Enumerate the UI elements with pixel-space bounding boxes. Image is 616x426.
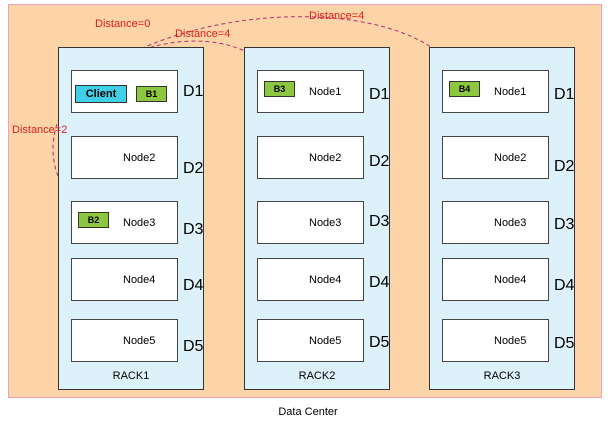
distance-label-b3: Distance=4 [175, 28, 231, 40]
node-label: Node4 [309, 274, 342, 286]
node-label: Node3 [494, 217, 527, 229]
client-box: Client [75, 85, 127, 103]
rack2-node-d3: Node3 [257, 201, 364, 244]
disk-label-d5: D5 [369, 334, 390, 351]
node-label: Node2 [309, 152, 342, 164]
rack-label: RACK1 [112, 370, 150, 382]
disk-label-d1: D1 [554, 86, 575, 103]
disk-label-d4: D4 [554, 277, 575, 294]
disk-label-d3: D3 [369, 213, 390, 230]
rack-1: Client B1 D1 Node2 D2 B2 Node3 D3 Node4 … [58, 47, 204, 390]
node-label: Node5 [309, 335, 342, 347]
rack1-node-d2: Node2 [71, 136, 178, 179]
node-label: Node1 [494, 86, 527, 98]
disk-label-d3: D3 [554, 216, 575, 233]
rack2-node-d5: Node5 [257, 319, 364, 362]
rack-label: RACK2 [298, 370, 336, 382]
rack1-node-d3: B2 Node3 [71, 201, 178, 244]
block-b2: B2 [78, 212, 109, 228]
rack1-node-d1: Client B1 [71, 70, 178, 113]
rack2-node-d2: Node2 [257, 136, 364, 179]
disk-label-d5: D5 [183, 338, 204, 355]
disk-label-d1: D1 [183, 83, 204, 100]
node-label: Node2 [494, 152, 527, 164]
disk-label-d3: D3 [183, 221, 204, 238]
data-center-label: Data Center [278, 406, 338, 418]
node-label: Node5 [494, 335, 527, 347]
rack-label: RACK3 [483, 370, 521, 382]
node-label: Node2 [123, 152, 156, 164]
rack2-node-d1: B3 Node1 [257, 70, 364, 113]
node-label: Node5 [123, 335, 156, 347]
rack2-node-d4: Node4 [257, 258, 364, 301]
node-label: Node4 [123, 274, 156, 286]
rack-3: B4 Node1 D1 Node2 D2 Node3 D3 Node4 D4 N… [429, 47, 575, 390]
rack1-node-d5: Node5 [71, 319, 178, 362]
rack3-node-d1: B4 Node1 [442, 70, 549, 113]
disk-label-d4: D4 [369, 274, 390, 291]
disk-label-d1: D1 [369, 86, 390, 103]
distance-label-b4: Distance=4 [309, 10, 365, 22]
rack3-node-d2: Node2 [442, 136, 549, 179]
rack3-node-d3: Node3 [442, 201, 549, 244]
rack3-node-d4: Node4 [442, 258, 549, 301]
disk-label-d4: D4 [183, 277, 204, 294]
rack3-node-d5: Node5 [442, 319, 549, 362]
distance-label-b1: Distance=0 [95, 18, 151, 30]
node-label: Node3 [123, 217, 156, 229]
node-label: Node3 [309, 217, 342, 229]
disk-label-d2: D2 [554, 158, 575, 175]
node-label: Node4 [494, 274, 527, 286]
block-b1: B1 [136, 86, 167, 102]
rack1-node-d4: Node4 [71, 258, 178, 301]
disk-label-d5: D5 [554, 335, 575, 352]
block-b3: B3 [264, 81, 295, 97]
distance-label-b2: Distance=2 [12, 124, 68, 136]
rack-2: B3 Node1 D1 Node2 D2 Node3 D3 Node4 D4 N… [244, 47, 390, 390]
disk-label-d2: D2 [183, 160, 204, 177]
node-label: Node1 [309, 86, 342, 98]
disk-label-d2: D2 [369, 153, 390, 170]
block-b4: B4 [449, 81, 480, 97]
